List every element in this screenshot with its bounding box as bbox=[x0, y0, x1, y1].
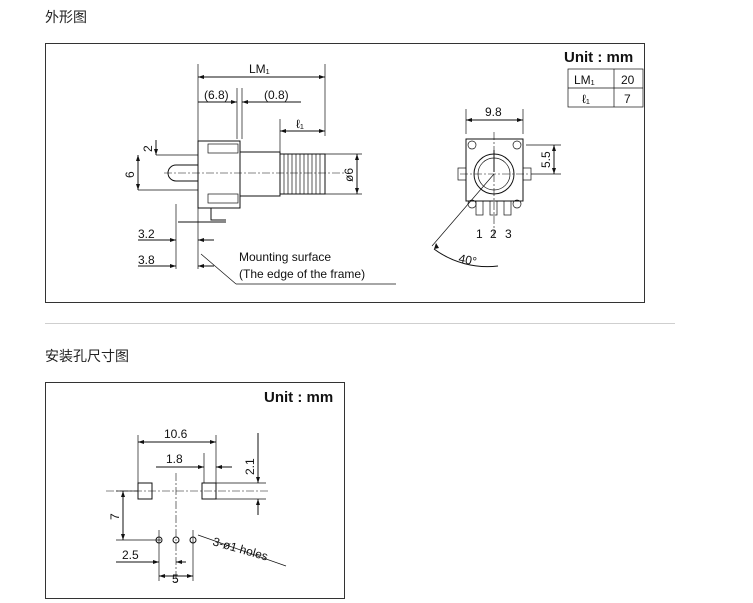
dim-l1: ℓ₁ bbox=[296, 117, 304, 131]
table-value-l1: 7 bbox=[624, 92, 631, 106]
dim-5: 5 bbox=[172, 572, 179, 586]
mounting-note-line-2: (The edge of the frame) bbox=[239, 267, 365, 281]
pin-1: 1 bbox=[476, 227, 483, 241]
dim-2-5: 2.5 bbox=[122, 548, 139, 562]
dim-9-8: 9.8 bbox=[485, 105, 502, 119]
dim-2-1: 2.1 bbox=[243, 458, 257, 475]
holes-note: 3-ø1 holes bbox=[211, 534, 269, 563]
dim-2: 2 bbox=[141, 145, 155, 152]
outline-unit-label: Unit : mm bbox=[564, 49, 633, 66]
dim-6-8: (6.8) bbox=[204, 88, 229, 102]
table-key-l1: ℓ₁ bbox=[582, 92, 590, 106]
mounting-drawing-frame: Unit : mm 10.6 1.8 2.1 7 bbox=[45, 382, 345, 599]
outline-drawing: Unit : mm LM₁ 20 ℓ₁ 7 LM₁ (6.8) (0.8) ℓ₁ bbox=[123, 49, 644, 285]
dim-3-2: 3.2 bbox=[138, 227, 155, 241]
dim-10-6: 10.6 bbox=[164, 427, 188, 441]
dim-0-8: (0.8) bbox=[264, 88, 289, 102]
dim-1-8: 1.8 bbox=[166, 452, 183, 466]
dim-phi6: ø6 bbox=[342, 168, 356, 182]
table-value-lm1: 20 bbox=[621, 73, 635, 87]
section-divider bbox=[45, 323, 675, 324]
pin-3: 3 bbox=[505, 227, 512, 241]
mounting-unit-label: Unit : mm bbox=[264, 389, 333, 406]
mounting-title: 安装孔尺寸图 bbox=[45, 348, 129, 364]
dim-5-5: 5.5 bbox=[539, 151, 553, 168]
dim-3-8: 3.8 bbox=[138, 253, 155, 267]
dim-lm1: LM₁ bbox=[249, 62, 270, 76]
dim-7: 7 bbox=[108, 513, 122, 520]
mounting-note-line-1: Mounting surface bbox=[239, 250, 331, 264]
outline-title: 外形图 bbox=[45, 9, 87, 25]
outline-drawing-frame: Unit : mm LM₁ 20 ℓ₁ 7 LM₁ (6.8) (0.8) ℓ₁ bbox=[45, 43, 645, 303]
pin-2: 2 bbox=[490, 227, 497, 241]
table-key-lm1: LM₁ bbox=[574, 73, 595, 87]
mounting-drawing: Unit : mm 10.6 1.8 2.1 7 bbox=[106, 389, 333, 586]
dim-6: 6 bbox=[123, 171, 137, 178]
dim-40-degrees: 40° bbox=[457, 251, 478, 269]
